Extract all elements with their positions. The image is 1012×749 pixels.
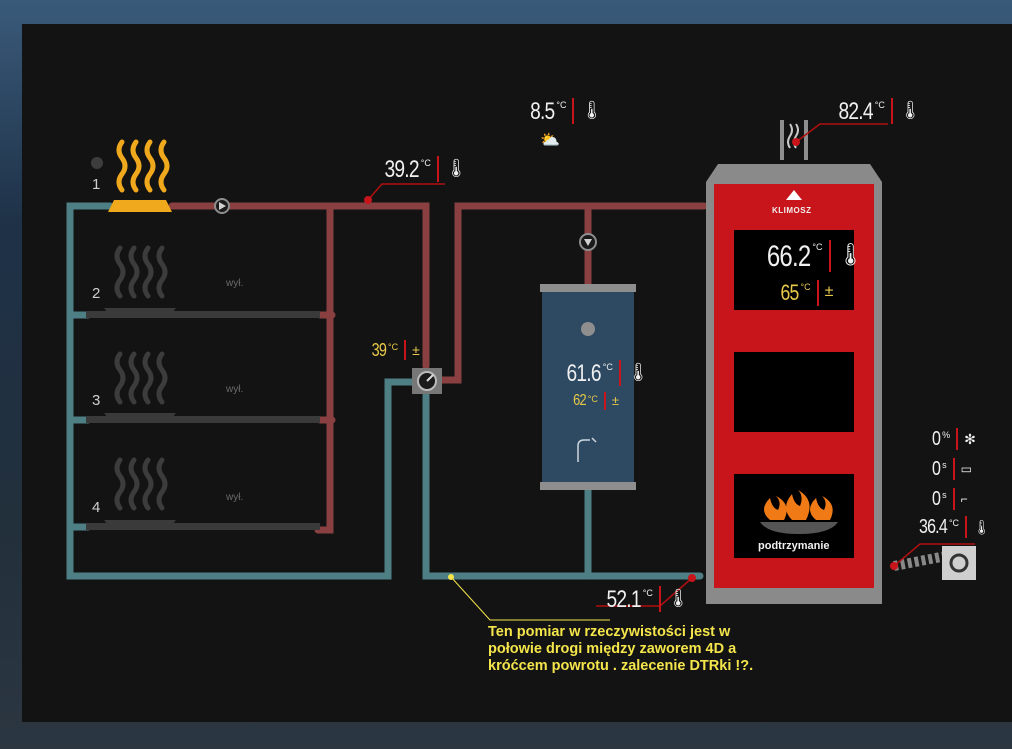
circuit-status-4: wył. (226, 492, 244, 503)
plus-minus-icon: ± (611, 393, 620, 408)
mixer-setpoint[interactable]: 39°C ± (371, 340, 420, 360)
hot-water-tank (540, 284, 636, 490)
pause-time-icon: ⌐ (960, 492, 968, 506)
shower-icon (577, 437, 597, 462)
circuit-number-2: 2 (92, 285, 101, 302)
supply-pipes (168, 202, 708, 534)
boiler-brand: KLIMOSZ (772, 206, 812, 215)
circuit-pump-icon (214, 198, 230, 214)
thermometer-icon: 🌡 (444, 158, 468, 178)
thermometer-icon: 🌡 (626, 362, 650, 382)
feeder-icon (893, 546, 976, 580)
thermometer-icon: 🌡 (898, 100, 922, 120)
circuit-status-2: wył. (226, 278, 244, 289)
weather-icon: ⛅ (540, 132, 560, 149)
mixing-valve-icon (412, 368, 442, 394)
flue-temp: 82.4°C 🌡 (838, 98, 922, 125)
circuit-supply-temp: 39.2°C 🌡 (384, 156, 468, 183)
circuit-number-4: 4 (92, 499, 101, 516)
tank-pump-icon (579, 233, 597, 251)
fan-icon: ✻ (964, 431, 976, 447)
annotation-note: Ten pomiar w rzeczywistości jest w połow… (488, 624, 754, 674)
feeder-temp: 36.4°C 🌡 (918, 516, 991, 538)
circuit-status-3: wył. (226, 384, 244, 395)
circuit-number-3: 3 (92, 392, 101, 409)
heating-waves-icon (116, 139, 170, 193)
active-radiator (108, 200, 172, 212)
thermometer-icon: 🌡 (973, 519, 991, 535)
flame-icon (760, 490, 838, 534)
boiler-mode: podtrzymanie (758, 540, 830, 552)
boiler-temp: 66.2°C 🌡 (766, 240, 865, 273)
boiler (706, 120, 882, 604)
outdoor-temp: 8.5°C 🌡 (530, 98, 604, 125)
circuit-number-1: 1 (92, 176, 101, 193)
fan-level: 0% ✻ (932, 428, 976, 450)
thermometer-icon: 🌡 (580, 100, 604, 120)
tank-temp: 61.6°C 🌡 (566, 360, 650, 387)
feed-time-icon: ▭ (960, 462, 972, 476)
plus-minus-icon: ± (412, 342, 420, 358)
inactive-radiators (86, 308, 320, 530)
boiler-setpoint[interactable]: 65°C ± (780, 280, 834, 306)
return-temp: 52.1°C 🌡 (606, 586, 690, 613)
return-pipes (66, 202, 704, 580)
thermometer-icon: 🌡 (836, 242, 865, 267)
thermometer-icon: 🌡 (666, 588, 690, 608)
plus-minus-icon: ± (824, 283, 834, 300)
tank-setpoint[interactable]: 62°C ± (573, 392, 620, 410)
circuit-indicator-icon (91, 157, 103, 169)
annotation-leader (450, 576, 610, 621)
